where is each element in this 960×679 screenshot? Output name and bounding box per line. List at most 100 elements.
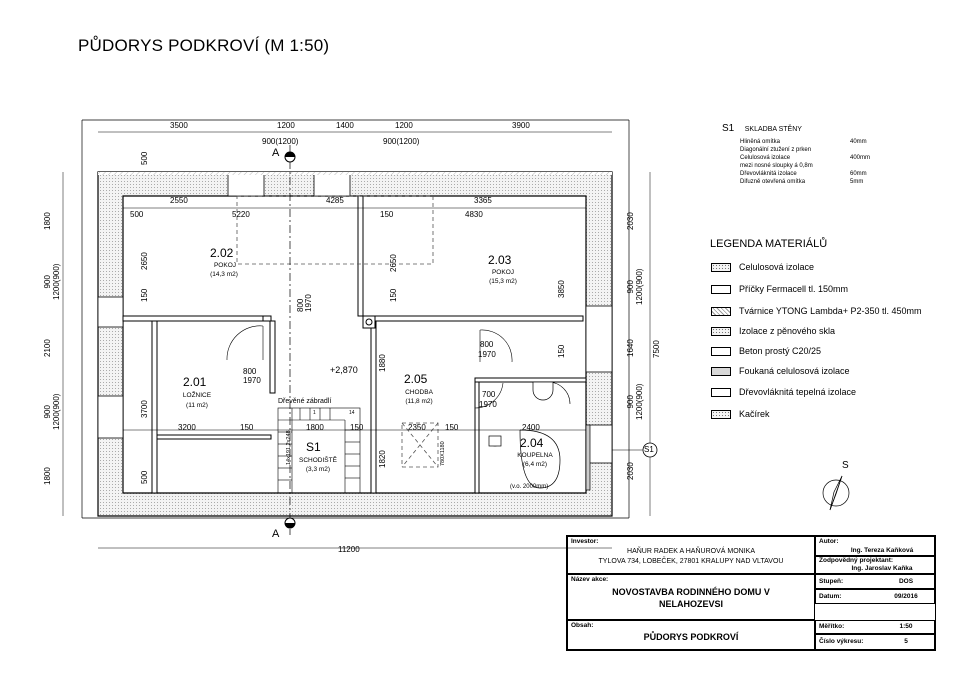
dim-right-4: 900 1200(900): [626, 383, 644, 420]
dim-top-5: 3900: [512, 121, 530, 130]
dim-right-1: 2030: [626, 212, 635, 230]
resp-name: Ing. Jaroslav Kaňka: [851, 565, 913, 572]
section-a-top: A: [272, 147, 280, 159]
legend-swatch: [711, 284, 731, 294]
wall-layer-3: Celulosová izolace: [740, 155, 791, 161]
dim-left-8: 150: [140, 288, 149, 302]
wall-composition-title: SKLADBA STĚNY: [744, 126, 802, 133]
legend-swatch: [711, 387, 731, 397]
legend-item: Tvárnice YTONG Lambda+ P2-350 tl. 450mm: [711, 306, 922, 316]
dim-top-4: 1200: [395, 121, 413, 130]
room-s1-area: (3,3 m2): [305, 466, 331, 473]
sheet-value: 5: [904, 638, 908, 645]
investor-label: Investor:: [571, 538, 599, 545]
skylight-size: 780X1180: [440, 441, 446, 466]
dim-left-1: 1800: [43, 212, 52, 230]
dim-int-2: 4285: [326, 196, 344, 205]
investor-name: HAŇUR RADEK A HAŇUROVÁ MONIKA: [627, 548, 755, 555]
content-cell: [567, 620, 815, 650]
author-name: Ing. Tereza Kaňková: [850, 547, 914, 554]
room-2-01-number: 2.01: [183, 375, 207, 389]
stage-value: DOS: [898, 578, 914, 585]
wall-composition-header: S1 SKLADBA STĚNY: [722, 123, 802, 134]
door-w-2: 800: [243, 367, 257, 376]
skylight-outlines: [236, 195, 439, 468]
wall-composition-code: S1: [722, 123, 735, 134]
sheet-label: Číslo výkresu:: [819, 638, 864, 645]
stage-cell: [815, 574, 935, 589]
legend-item: Izolace z pěnového skla: [711, 326, 835, 336]
room-2-03-number: 2.03: [488, 253, 512, 267]
section-marker-top: [284, 151, 296, 163]
door-h-3: 1970: [478, 350, 496, 359]
wall-type-marker: [612, 442, 658, 458]
date-value: 09/2016: [894, 593, 918, 600]
dim-left-7: 2650: [140, 252, 149, 270]
room-2-01-area: (11 m2): [186, 402, 208, 409]
legend-item: Beton prostý C20/25: [711, 346, 821, 356]
investor-address: TYLOVA 734, LOBEČEK, 27801 KRALUPY NAD V…: [598, 558, 784, 565]
dim-left-6: 500: [140, 151, 149, 165]
resp-label: Zodpovědný projektant:: [819, 557, 894, 564]
dim-int-20: 1820: [378, 450, 387, 468]
section-marker-bottom: [284, 517, 296, 529]
room-2-05-number: 2.05: [404, 372, 428, 386]
room-s1-name: SCHODIŠTĚ: [299, 457, 337, 464]
legend-label: Dřevovláknitá tepelná izolace: [739, 387, 857, 397]
dim-int-17: 2350: [408, 423, 426, 432]
room-s1-number: S1: [306, 440, 321, 454]
wall-layer-5-value: 60mm: [850, 171, 867, 177]
legend-label: Izolace z pěnového skla: [739, 326, 836, 336]
door-w-3: 800: [480, 340, 494, 349]
bathroom-fixtures: [488, 381, 591, 491]
stair-first: 1: [313, 410, 316, 416]
window-label-1: 900(1200): [262, 137, 299, 146]
legend-label: Beton prostý C20/25: [739, 346, 822, 356]
scale-value: 1:50: [899, 623, 913, 630]
stair-last: 14: [349, 410, 355, 416]
action-line-2: NELAHOZEVSI: [658, 599, 723, 609]
date-label: Datum:: [819, 593, 842, 600]
legend-swatch: [711, 262, 731, 272]
door-h-4: 1970: [479, 400, 497, 409]
section-a-bottom: A: [272, 528, 280, 540]
dim-int-15: 1800: [306, 423, 324, 432]
dim-int-12: 1880: [378, 354, 387, 372]
wall-layer-2: Diagonální ztužení z prken: [740, 147, 812, 153]
dim-left-10: 500: [140, 470, 149, 484]
room-2-05-area: (11,8 m2): [405, 398, 433, 405]
investor-cell: [567, 536, 815, 574]
dim-int-19: 2400: [522, 423, 540, 432]
room-2-03-name: POKOJ: [491, 269, 515, 276]
door-h-2: 1970: [243, 376, 261, 385]
author-cell: [815, 536, 935, 556]
scale-cell: [815, 620, 935, 634]
legend-label: Tvárnice YTONG Lambda+ P2-350 tl. 450mm: [739, 306, 922, 316]
stage-label: Stupeň:: [819, 578, 844, 585]
legend-item: Příčky Fermacell tl. 150mm: [711, 284, 848, 294]
legend-swatch: [711, 409, 731, 419]
interior-walls: [122, 195, 587, 494]
room-2-02-number: 2.02: [210, 246, 234, 260]
scale-label: Měřítko:: [819, 623, 845, 630]
legend-swatch: [711, 306, 731, 316]
s1-marker-label: S1: [644, 445, 654, 454]
dim-int-1: 2550: [170, 196, 188, 205]
door-h-1: 1970: [304, 294, 313, 312]
dim-left-5: 1800: [43, 467, 52, 485]
dim-right-6: 7500: [652, 340, 661, 358]
author-label: Autor:: [819, 538, 839, 545]
title-block: Investor: HAŇUR RADEK A HAŇUROVÁ MONIKA …: [566, 535, 936, 651]
dim-int-13: 3200: [178, 423, 196, 432]
level-mark: +2,870: [330, 365, 358, 375]
dim-bottom: 11200: [338, 545, 360, 554]
dim-int-8: 2650: [389, 254, 398, 272]
stairs-dim: 14x191,2x248: [286, 430, 292, 465]
wall-layer-4: mezi nosné sloupky á 0,8m: [740, 163, 813, 169]
room-2-03-area: (15,3 m2): [489, 278, 517, 285]
room-2-04-number: 2.04: [520, 436, 544, 450]
room-2-02-name: POKOJ: [213, 262, 237, 269]
content-value: PŮDORYS PODKROVÍ: [643, 632, 739, 642]
legend-label: Celulosová izolace: [739, 262, 815, 272]
